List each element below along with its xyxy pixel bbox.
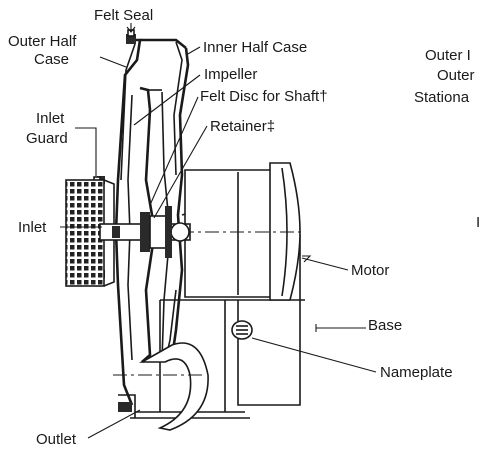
cropped-label-line4: I — [476, 214, 480, 231]
base-label: Base — [368, 317, 402, 334]
shaft-hub — [99, 206, 191, 258]
retainer-label: Retainer‡ — [210, 118, 275, 135]
cropped-label-line3: Stationa — [414, 89, 470, 106]
inlet-guard-label-line1: Inlet — [36, 110, 65, 127]
impeller-label: Impeller — [204, 66, 257, 83]
cropped-label-line2: Outer — [437, 67, 475, 84]
inner-half-case-label: Inner Half Case — [203, 39, 307, 56]
motor-label: Motor — [351, 262, 389, 279]
inlet-label: Inlet — [18, 219, 47, 236]
nameplate — [231, 320, 253, 340]
felt-disc-label: Felt Disc for Shaft† — [200, 88, 328, 105]
cropped-label-line1: Outer I — [425, 47, 471, 64]
outer-half-case-label-line1: Outer Half — [8, 33, 77, 50]
leader-lines — [60, 23, 377, 439]
inlet-guard-label-line2: Guard — [26, 130, 68, 147]
outlet-scroll — [113, 342, 209, 431]
motor — [105, 162, 305, 301]
felt-seal-label: Felt Seal — [94, 7, 153, 24]
outer-half-case-label-line2: Case — [34, 51, 69, 68]
outer-half-case — [114, 38, 187, 406]
nameplate-label: Nameplate — [380, 364, 453, 381]
inlet-guard — [65, 179, 115, 287]
outlet-label: Outlet — [36, 431, 77, 448]
